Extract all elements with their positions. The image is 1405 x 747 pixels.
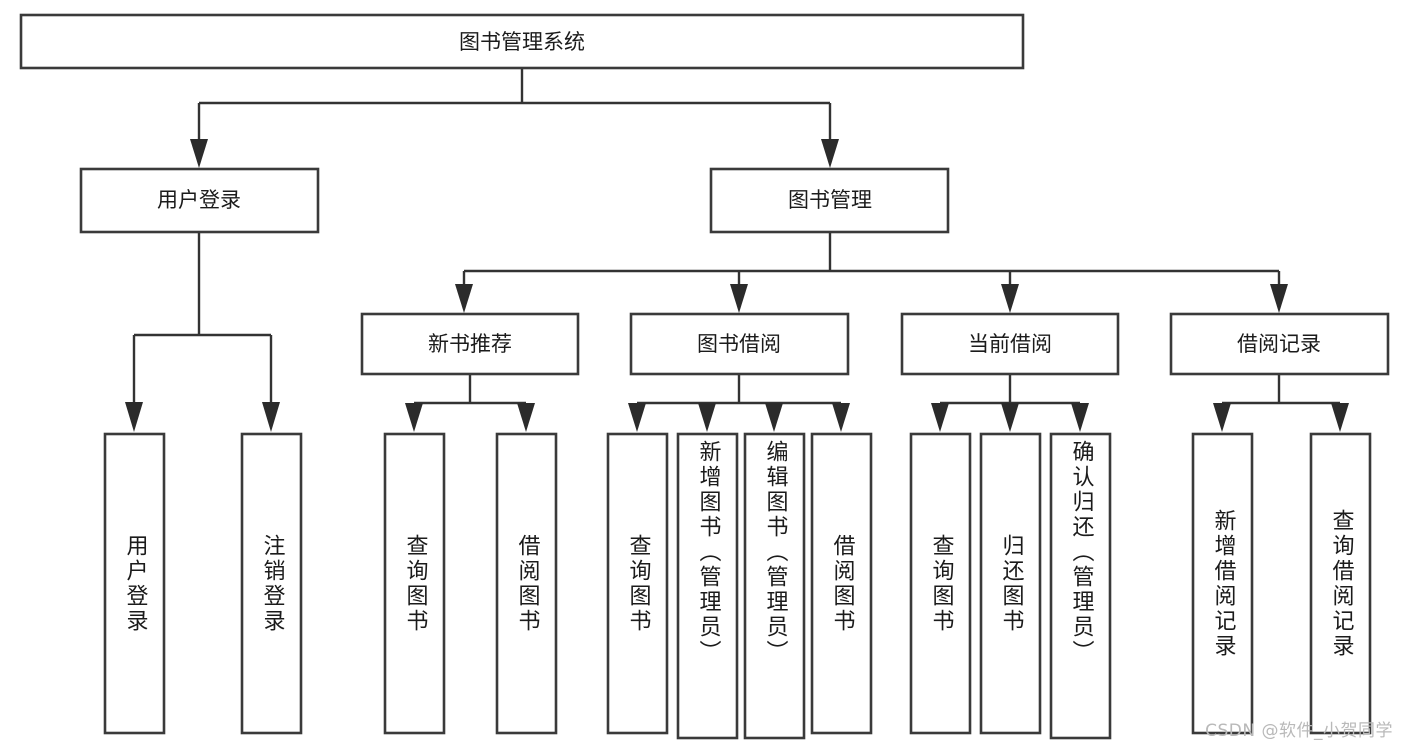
node-leaf-add-book-label: 新增图书（管理员） (695, 440, 721, 665)
arrow-to-leaf-query-book-1 (405, 403, 423, 432)
arrow-to-leaf-borrow-book-2 (832, 403, 850, 432)
node-leaf-borrow-book-2-box[interactable] (810, 432, 873, 735)
node-book-manage-label: 图书管理 (788, 188, 872, 212)
arrow-to-borrow-record (1270, 284, 1288, 313)
node-leaf-query-book-1-box[interactable] (383, 432, 446, 735)
arrow-to-leaf-add-record (1213, 403, 1231, 432)
node-current-borrow-label: 当前借阅 (968, 332, 1052, 356)
node-new-book-rec-box[interactable] (360, 312, 580, 376)
node-leaf-user-login-box[interactable] (103, 432, 166, 735)
node-leaf-edit-book-box[interactable] (743, 432, 806, 740)
node-leaf-query-record[interactable] (1309, 432, 1372, 735)
arrow-to-current-borrow (1001, 284, 1019, 313)
node-leaf-add-record[interactable] (1191, 432, 1254, 735)
node-leaf-return-book[interactable] (979, 432, 1042, 735)
node-leaf-query-book-2-label: 查询图书 (625, 533, 651, 634)
node-new-book-rec-label: 新书推荐 (428, 332, 512, 356)
node-leaf-confirm-return[interactable] (1049, 432, 1112, 740)
node-leaf-user-login[interactable] (103, 432, 166, 735)
node-leaf-query-book-2[interactable] (606, 432, 669, 735)
arrow-to-leaf-logout (262, 402, 280, 432)
node-leaf-query-book-3-label: 查询图书 (928, 533, 954, 634)
node-leaf-borrow-book-2-label: 借阅图书 (829, 533, 855, 634)
node-layer: 图书管理系统 用户登录 图书管理 新书推荐 图书借阅 (19, 13, 1390, 740)
node-book-manage-box[interactable] (709, 167, 950, 234)
node-new-book-rec[interactable]: 新书推荐 (360, 312, 580, 376)
node-user-login[interactable]: 用户登录 (79, 167, 320, 234)
node-leaf-return-book-label: 归还图书 (998, 533, 1024, 634)
node-borrow-record-label: 借阅记录 (1237, 332, 1321, 356)
node-borrow-record-box[interactable] (1169, 312, 1390, 376)
node-user-login-box[interactable] (79, 167, 320, 234)
node-leaf-user-login-label: 用户登录 (122, 533, 148, 634)
node-leaf-borrow-book-1[interactable] (495, 432, 558, 735)
node-leaf-logout[interactable] (240, 432, 303, 735)
node-current-borrow-box[interactable] (900, 312, 1120, 376)
node-leaf-query-book-3[interactable] (909, 432, 972, 735)
node-root-box[interactable] (19, 13, 1025, 70)
node-leaf-return-book-box[interactable] (979, 432, 1042, 735)
node-leaf-logout-box[interactable] (240, 432, 303, 735)
node-leaf-confirm-return-box[interactable] (1049, 432, 1112, 740)
arrow-to-leaf-borrow-book-1 (517, 403, 535, 432)
node-leaf-query-book-2-box[interactable] (606, 432, 669, 735)
arrow-to-leaf-add-book (698, 403, 716, 432)
leaf-label-layer: 用户登录 注销登录 查询图书 借阅图书 查询图书 (122, 440, 1354, 665)
node-leaf-query-book-3-box[interactable] (909, 432, 972, 735)
node-leaf-confirm-return-label: 确认归还（管理员） (1068, 440, 1094, 665)
node-leaf-query-record-label: 查询借阅记录 (1328, 508, 1354, 659)
node-leaf-add-book-box[interactable] (676, 432, 739, 740)
node-leaf-borrow-book-1-box[interactable] (495, 432, 558, 735)
node-current-borrow[interactable]: 当前借阅 (900, 312, 1120, 376)
arrow-to-leaf-user-login (125, 402, 143, 432)
arrow-to-book-borrow (730, 284, 748, 313)
arrow-to-new-book-rec (455, 284, 473, 313)
arrow-to-book-manage (821, 139, 839, 168)
node-root-label: 图书管理系统 (459, 30, 585, 54)
node-leaf-add-book[interactable] (676, 432, 739, 740)
arrow-to-leaf-edit-book (765, 403, 783, 432)
node-book-borrow-label: 图书借阅 (697, 332, 781, 356)
arrow-to-leaf-return-book (1001, 403, 1019, 432)
node-book-borrow-box[interactable] (629, 312, 850, 376)
node-leaf-edit-book[interactable] (743, 432, 806, 740)
csdn-watermark: CSDN @软件_小贺同学 (1205, 721, 1393, 741)
arrow-to-leaf-query-record (1331, 403, 1349, 432)
node-book-borrow[interactable]: 图书借阅 (629, 312, 850, 376)
arrow-to-leaf-confirm-return (1071, 403, 1089, 432)
node-leaf-add-record-box[interactable] (1191, 432, 1254, 735)
arrow-to-leaf-query-book-3 (931, 403, 949, 432)
node-leaf-borrow-book-2[interactable] (810, 432, 873, 735)
node-leaf-logout-label: 注销登录 (259, 533, 285, 634)
node-book-manage[interactable]: 图书管理 (709, 167, 950, 234)
node-leaf-borrow-book-1-label: 借阅图书 (514, 533, 540, 634)
node-user-login-label: 用户登录 (157, 188, 241, 212)
node-borrow-record[interactable]: 借阅记录 (1169, 312, 1390, 376)
edge-layer (125, 68, 1349, 432)
node-leaf-add-record-label: 新增借阅记录 (1210, 508, 1236, 659)
arrow-to-leaf-query-book-2 (628, 403, 646, 432)
node-leaf-query-book-1-label: 查询图书 (402, 533, 428, 634)
node-leaf-edit-book-label: 编辑图书（管理员） (762, 440, 788, 665)
node-leaf-query-book-1[interactable] (383, 432, 446, 735)
node-leaf-query-record-box[interactable] (1309, 432, 1372, 735)
arrow-to-user-login (190, 139, 208, 168)
node-root[interactable]: 图书管理系统 (19, 13, 1025, 70)
